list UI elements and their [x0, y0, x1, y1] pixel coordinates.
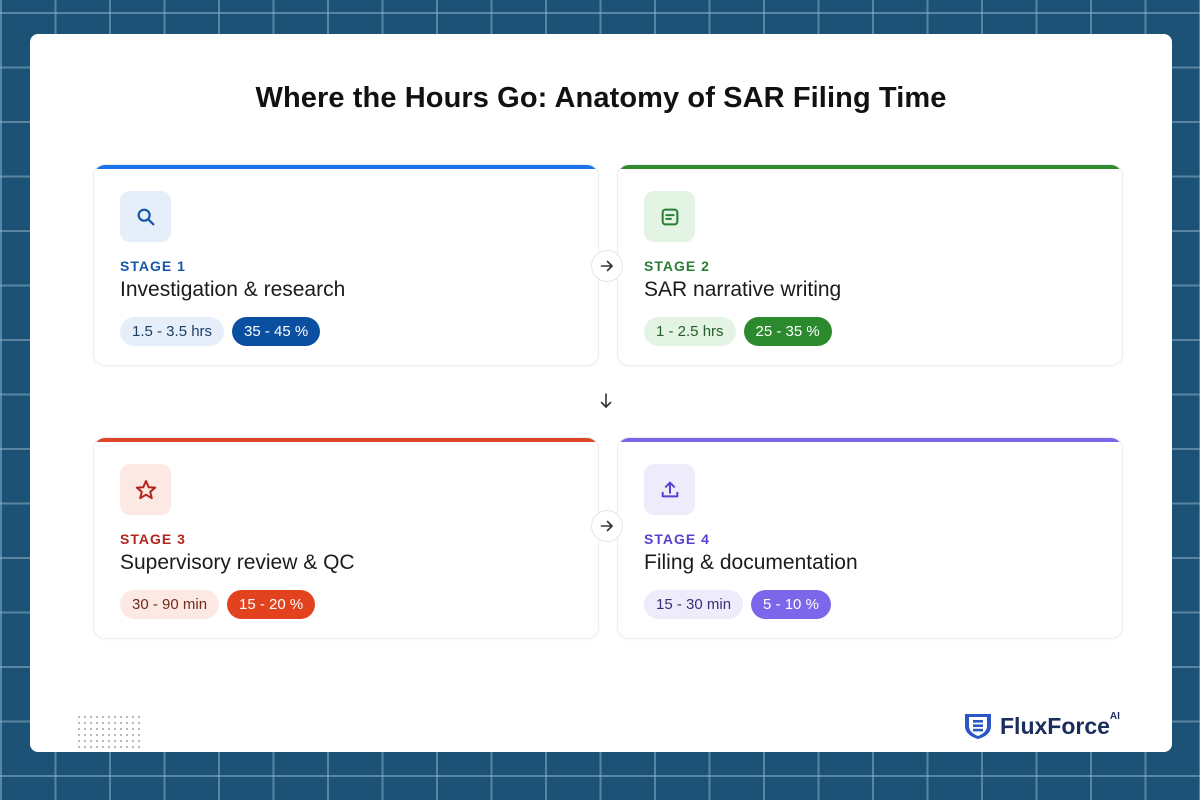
stage-4-time-badge: 15 - 30 min — [644, 590, 744, 619]
decorative-dot-grid — [76, 714, 144, 750]
stage-4-label: STAGE 4 — [644, 531, 710, 547]
stage-1-label: STAGE 1 — [120, 258, 186, 274]
stage-4-accent-bar — [618, 438, 1122, 442]
brand-suffix: AI — [1109, 710, 1120, 722]
stage-1-name: Investigation & research — [120, 278, 346, 301]
stage-3-share-badge: 15 - 20 % — [227, 590, 316, 619]
stage-3-accent-bar — [94, 438, 598, 442]
upload-icon — [644, 464, 695, 515]
shield-icon — [965, 714, 991, 739]
stage-2-name: SAR narrative writing — [644, 278, 842, 301]
diagram-card: Where the Hours Go: Anatomy of SAR Filin… — [30, 34, 1172, 752]
stage-1-share-badge: 35 - 45 % — [232, 317, 321, 346]
document-icon — [644, 191, 695, 242]
stage-4-name: Filing & documentation — [644, 551, 858, 574]
stage-1-time-badge: 1.5 - 3.5 hrs — [120, 317, 225, 346]
search-icon — [120, 191, 171, 242]
stage-3-name: Supervisory review & QC — [120, 551, 355, 574]
stage-card-3: STAGE 3 Supervisory review & QC 30 - 90 … — [93, 437, 599, 639]
diagram-title: Where the Hours Go: Anatomy of SAR Filin… — [255, 82, 947, 114]
stage-3-time-badge: 30 - 90 min — [120, 590, 220, 619]
brand-name: FluxForce — [1000, 712, 1110, 739]
star-icon — [120, 464, 171, 515]
stage-2-label: STAGE 2 — [644, 258, 710, 274]
stage-3-label: STAGE 3 — [120, 531, 186, 547]
stage-card-2: STAGE 2 SAR narrative writing 1 - 2.5 hr… — [617, 164, 1123, 366]
arrow-right-icon — [591, 510, 623, 542]
stage-card-1: STAGE 1 Investigation & research 1.5 - 3… — [93, 164, 599, 366]
arrow-right-icon — [591, 250, 623, 282]
stage-2-time-badge: 1 - 2.5 hrs — [644, 317, 736, 346]
stage-card-4: STAGE 4 Filing & documentation 15 - 30 m… — [617, 437, 1123, 639]
stage-2-share-badge: 25 - 35 % — [743, 317, 832, 346]
arrow-down-icon — [598, 392, 614, 415]
stage-2-accent-bar — [618, 165, 1122, 169]
stage-4-share-badge: 5 - 10 % — [751, 590, 831, 619]
stage-1-accent-bar — [94, 165, 598, 169]
